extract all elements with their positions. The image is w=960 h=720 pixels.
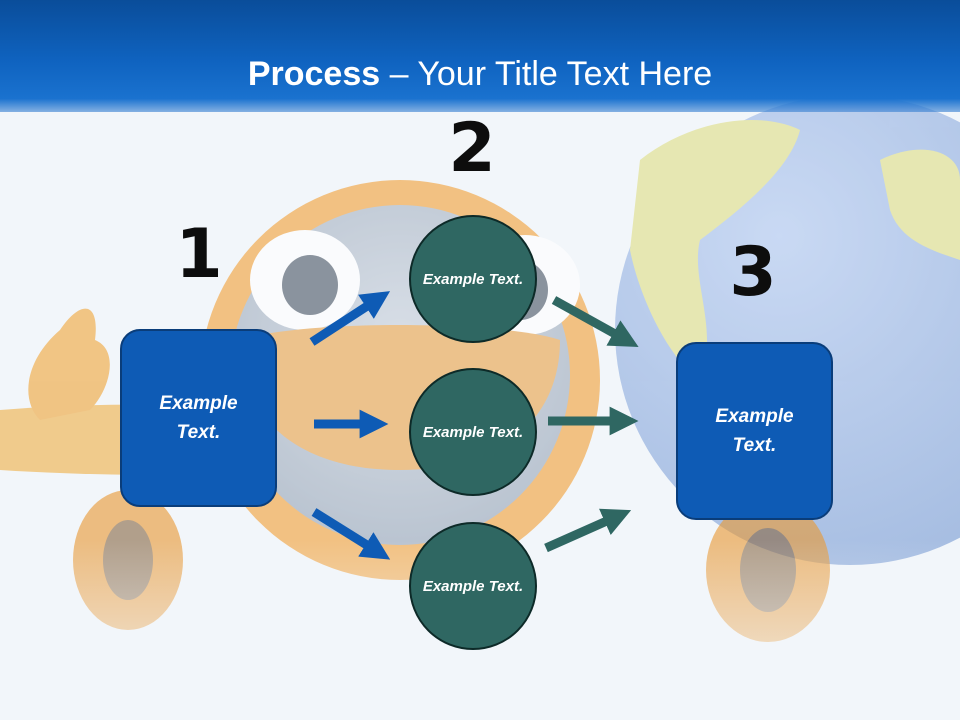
arrow-top-to-right	[551, 296, 639, 347]
middle-circle-label: Example Text.	[422, 423, 524, 441]
bottom-circle: Example Text.	[409, 522, 537, 650]
bottom-circle-label: Example Text.	[422, 577, 524, 595]
title-rest-part: – Your Title Text Here	[380, 55, 713, 93]
right-text-box: Example Text.	[676, 342, 833, 520]
step-number-3: 3	[729, 233, 777, 312]
top-circle-label: Example Text.	[422, 270, 524, 288]
arrow-left-to-top	[309, 291, 391, 346]
arrow-left-to-bottom	[311, 508, 391, 560]
title-bold-part: Process	[247, 55, 381, 93]
title-bar: Process – Your Title Text Here	[0, 0, 960, 112]
step-number-2: 2	[448, 109, 496, 188]
arrow-bottom-to-right	[544, 508, 632, 553]
slide-title: Process – Your Title Text Here	[0, 54, 960, 94]
middle-circle: Example Text.	[409, 368, 537, 496]
step-number-1: 1	[175, 215, 223, 294]
right-box-label: Example Text.	[715, 406, 794, 456]
top-circle: Example Text.	[409, 215, 537, 343]
left-box-label: Example Text.	[159, 393, 238, 443]
left-text-box: Example Text.	[120, 329, 277, 507]
